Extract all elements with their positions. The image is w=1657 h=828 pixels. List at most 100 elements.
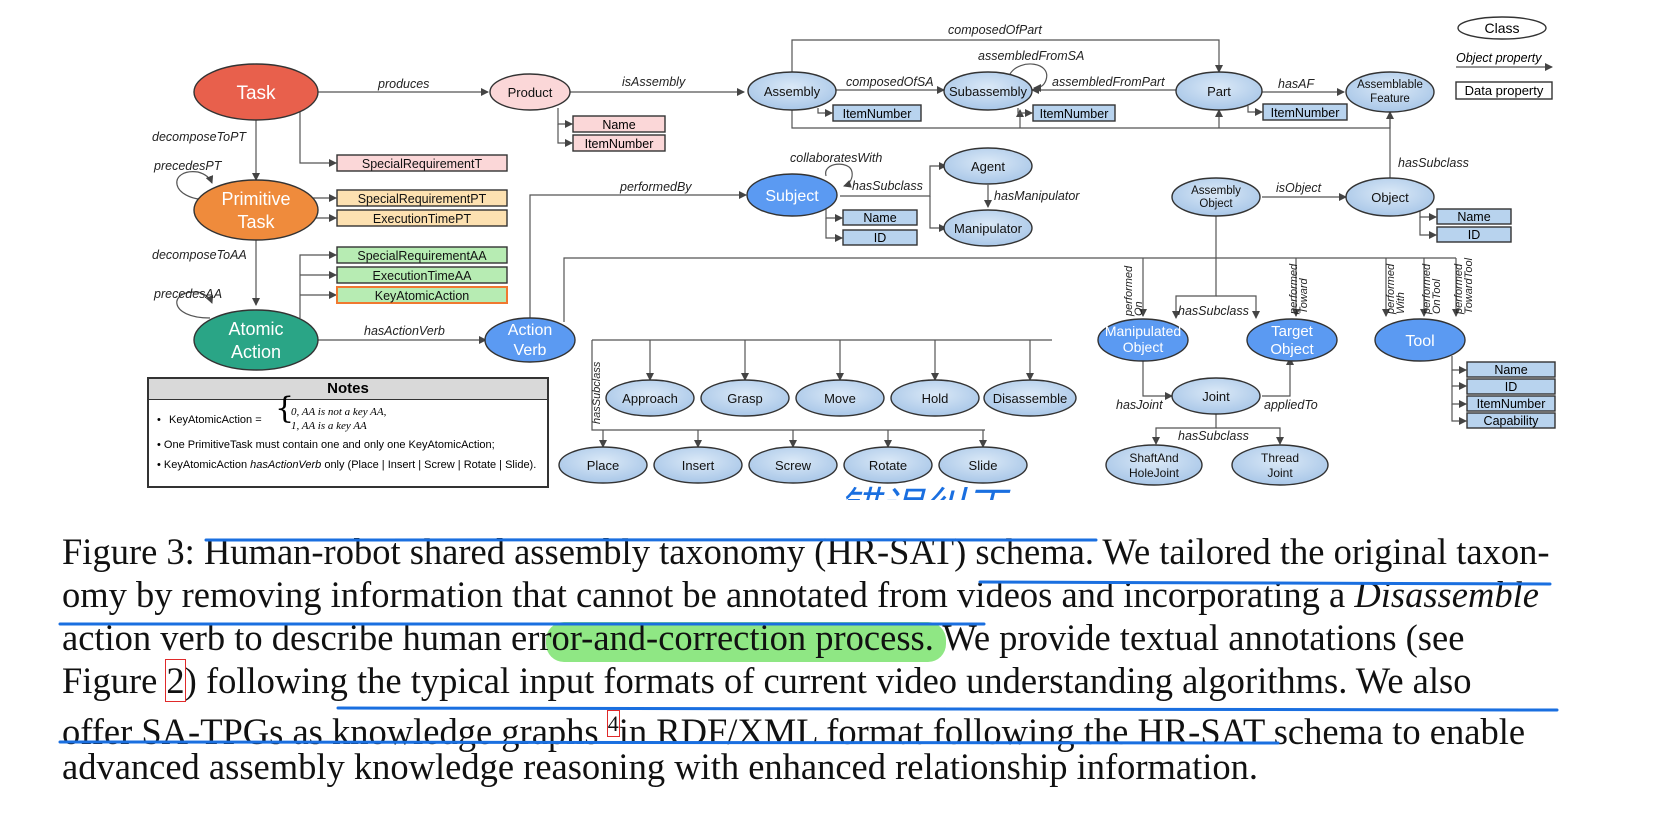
label-has-subclass-verb: hasSubclass — [591, 361, 603, 424]
edge-precedes-pt-loop — [176, 171, 214, 201]
label-performed-with-2: With — [1395, 292, 1407, 314]
dp-subassembly-itemnumber: ItemNumber — [1032, 104, 1116, 122]
svg-text:Atomic: Atomic — [228, 319, 283, 339]
svg-text:ItemNumber: ItemNumber — [1271, 106, 1340, 120]
node-tool: Tool — [1374, 318, 1466, 362]
svg-text:Thread: Thread — [1261, 451, 1299, 465]
node-atomic-action: Atomic Action — [193, 309, 319, 371]
node-assembly-object: Assembly Object — [1171, 177, 1261, 217]
node-approach: Approach — [605, 379, 695, 417]
svg-text:Target: Target — [1271, 323, 1314, 340]
node-joint: Joint — [1171, 377, 1261, 415]
footnote-ref-link[interactable]: 4 — [606, 710, 620, 737]
svg-text:Part: Part — [1207, 84, 1231, 99]
dp-special-requirement-pt: SpecialRequirementPT — [336, 189, 508, 207]
notes-box: Notes • KeyAtomicAction = { 0, AA is not… — [147, 377, 549, 488]
node-screw: Screw — [748, 446, 838, 484]
svg-text:Capability: Capability — [1484, 414, 1540, 428]
svg-text:Object: Object — [1371, 190, 1409, 205]
svg-text:KeyAtomicAction: KeyAtomicAction — [375, 289, 470, 303]
node-manipulator: Manipulator — [943, 209, 1033, 247]
legend-object-property: Object property — [1456, 51, 1542, 65]
dp-tool-itemnumber: ItemNumber — [1466, 395, 1556, 412]
handwritten-annotation: 错误纠正 — [838, 483, 1011, 500]
svg-text:Joint: Joint — [1267, 466, 1293, 480]
caption-underlined-1a: Human-robot shared assembly taxonomy (HR… — [203, 531, 1094, 572]
caption-line-2: omy by removing information that cannot … — [62, 574, 1539, 615]
caption-line-6: advanced assembly knowledge reasoning wi… — [62, 746, 1259, 787]
caption-line-5: offer SA-TPGs as knowledge graphs 4in RD… — [62, 710, 1526, 753]
node-move: Move — [795, 379, 885, 417]
node-grasp: Grasp — [700, 379, 790, 417]
node-disassemble: Disassemble — [983, 379, 1077, 417]
edge-applied-to — [1262, 357, 1294, 397]
svg-text:Joint: Joint — [1202, 389, 1230, 404]
dp-subject-name: Name — [842, 209, 918, 226]
dp-assembly-itemnumber: ItemNumber — [832, 104, 922, 122]
caption-line-1: Figure 3: Human-robot shared assembly ta… — [62, 531, 1550, 572]
svg-text:ItemNumber: ItemNumber — [843, 107, 912, 121]
notes-row-primitive: • One PrimitiveTask must contain one and… — [157, 439, 495, 451]
svg-text:Grasp: Grasp — [727, 391, 762, 406]
svg-text:Agent: Agent — [971, 159, 1005, 174]
svg-text:Task: Task — [236, 83, 276, 104]
svg-text:Move: Move — [824, 391, 856, 406]
svg-text:Assemblable: Assemblable — [1357, 79, 1423, 91]
svg-text:ID: ID — [874, 231, 887, 245]
label-performed-towardtool-2: TowardTool — [1463, 257, 1475, 314]
label-produces: produces — [377, 77, 429, 91]
node-primitive-task: Primitive Task — [193, 179, 319, 241]
label-composed-of-part: composedOfPart — [948, 23, 1042, 37]
svg-text:SpecialRequirementT: SpecialRequirementT — [362, 157, 483, 171]
svg-text:ShaftAnd: ShaftAnd — [1129, 451, 1178, 465]
node-subassembly: Subassembly — [943, 71, 1033, 111]
node-rotate: Rotate — [843, 446, 933, 484]
svg-text:ID: ID — [1468, 228, 1481, 242]
label-precedes-pt: precedesPT — [153, 159, 223, 173]
svg-text:Name: Name — [1494, 363, 1527, 377]
svg-text:Task: Task — [237, 212, 275, 232]
notes-title: Notes — [149, 379, 547, 400]
node-thread-joint: Thread Joint — [1231, 444, 1329, 486]
label-performed-by: performedBy — [619, 180, 692, 194]
dp-key-atomic-action: KeyAtomicAction — [336, 286, 508, 304]
node-part: Part — [1175, 71, 1263, 111]
node-action-verb: Action Verb — [484, 317, 576, 363]
label-performed-towardtool-1: performed — [1453, 263, 1465, 315]
label-has-joint: hasJoint — [1116, 398, 1163, 412]
svg-text:Assembly: Assembly — [1191, 185, 1241, 197]
svg-text:Tool: Tool — [1405, 333, 1434, 350]
legend: Class Object property Data property — [1455, 16, 1553, 100]
svg-text:ItemNumber: ItemNumber — [1477, 397, 1546, 411]
figure-ref-link[interactable]: 2 — [165, 659, 186, 702]
svg-text:Product: Product — [508, 85, 553, 100]
dp-product-name: Name — [572, 115, 666, 133]
svg-text:Rotate: Rotate — [869, 458, 907, 473]
label-precedes-aa: precedesAA — [153, 287, 222, 301]
dp-subject-id: ID — [842, 229, 918, 246]
dp-special-requirement-aa: SpecialRequirementAA — [336, 246, 508, 264]
node-subject: Subject — [746, 173, 838, 217]
label-performed-with-1: performed — [1385, 263, 1397, 315]
highlight-green — [546, 622, 946, 662]
label-has-subclass-joint: hasSubclass — [1178, 429, 1249, 443]
svg-text:Manipulated: Manipulated — [1105, 323, 1181, 339]
label-decompose-to-aa: decomposeToAA — [152, 248, 247, 262]
node-object: Object — [1345, 177, 1435, 217]
label-is-object: isObject — [1276, 181, 1322, 195]
dp-part-itemnumber: ItemNumber — [1262, 103, 1348, 121]
svg-text:Disassemble: Disassemble — [993, 391, 1067, 406]
label-performed-on-1: performed — [1123, 265, 1135, 317]
label-performed-ontool-2: OnTool — [1431, 278, 1443, 314]
svg-text:Insert: Insert — [682, 458, 715, 473]
label-has-af: hasAF — [1278, 77, 1315, 91]
dp-tool-capability: Capability — [1466, 412, 1556, 429]
svg-text:HoleJoint: HoleJoint — [1129, 466, 1180, 480]
dp-product-itemnumber: ItemNumber — [572, 134, 666, 152]
svg-text:Approach: Approach — [622, 391, 678, 406]
svg-text:Subject: Subject — [765, 188, 819, 205]
node-target-object: Target Object — [1246, 318, 1338, 362]
node-place: Place — [558, 446, 648, 484]
label-collaborates-with: collaboratesWith — [790, 151, 882, 165]
svg-text:Subassembly: Subassembly — [949, 84, 1028, 99]
